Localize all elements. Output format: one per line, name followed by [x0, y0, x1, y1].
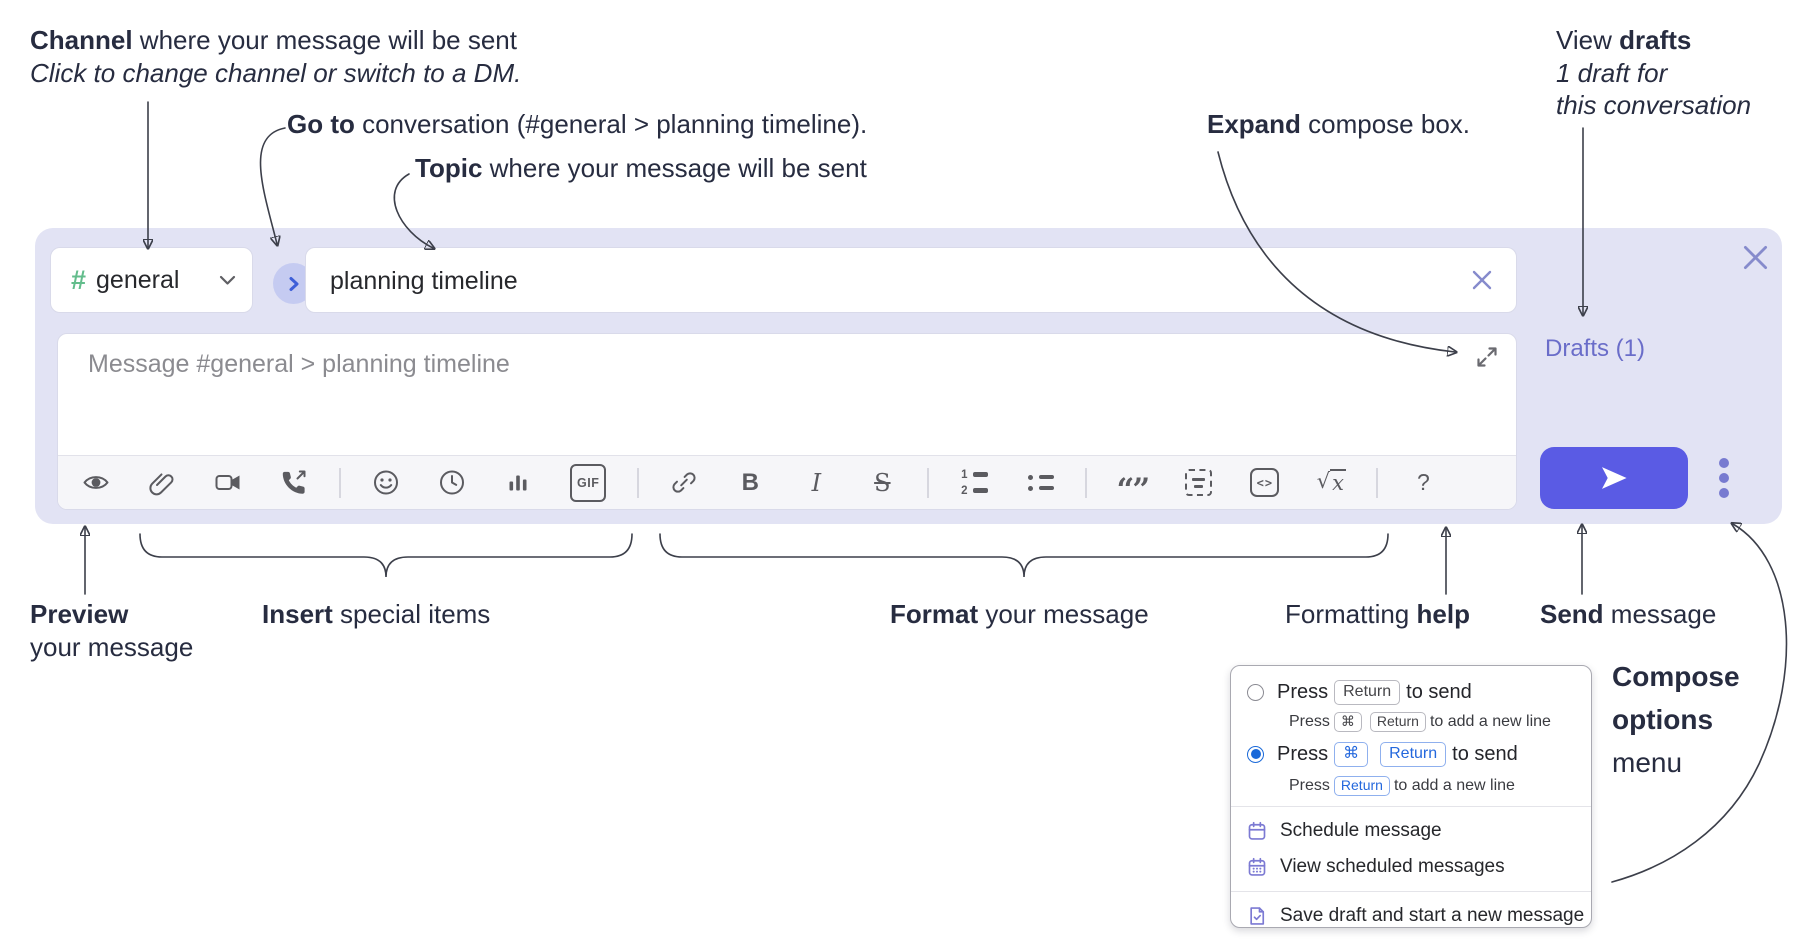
bullet-list-icon[interactable] — [1026, 469, 1055, 497]
formatting-help-icon[interactable]: ? — [1416, 469, 1430, 495]
formula-icon[interactable]: √x — [1316, 468, 1346, 495]
compose-options-menu: Press Return to send Press ⌘ Return to a… — [1230, 665, 1592, 928]
message-box: Message #general > planning timeline — [57, 333, 1517, 510]
goto-annotation: Go to conversation (#general > planning … — [287, 109, 868, 139]
poll-bar-chart-icon[interactable] — [504, 469, 532, 497]
bold-icon[interactable]: B — [741, 468, 760, 496]
view-drafts-annotation-sub1: 1 draft for — [1556, 58, 1668, 88]
send-annotation: Send message — [1540, 599, 1717, 629]
compose-box: # general Message #general > planning ti… — [35, 228, 1782, 524]
blockquote-icon[interactable]: “” — [1116, 471, 1151, 508]
brace-format — [659, 533, 1389, 578]
format-annotation: Format your message — [890, 599, 1149, 629]
preview-annotation-line2: your message — [30, 632, 194, 662]
italic-icon[interactable]: I — [811, 468, 822, 497]
code-block-icon[interactable] — [1184, 469, 1212, 497]
toolbar-divider — [927, 467, 930, 498]
radio-unselected-icon[interactable] — [1247, 683, 1264, 701]
chevron-down-icon — [219, 275, 236, 285]
view-drafts-annotation-sub2: this conversation — [1556, 90, 1752, 120]
key-cmd: ⌘ — [1333, 712, 1362, 732]
menu-divider — [1231, 891, 1591, 892]
channel-annotation-sub: Click to change channel or switch to a D… — [30, 58, 522, 88]
expand-annotation: Expand compose box. — [1207, 109, 1471, 139]
key-return: Return — [1380, 741, 1447, 767]
audio-call-icon[interactable] — [280, 469, 308, 497]
toolbar-divider — [1085, 467, 1088, 498]
link-icon[interactable] — [670, 469, 698, 497]
chevron-right-icon — [289, 276, 298, 291]
message-input[interactable]: Message #general > planning timeline — [88, 350, 510, 378]
drafts-link[interactable]: Drafts (1) — [1545, 335, 1646, 362]
expand-compose-icon[interactable] — [1474, 344, 1500, 375]
insert-annotation: Insert special items — [262, 599, 491, 629]
toolbar-divider — [339, 467, 341, 498]
compose-options-annotation-3: menu — [1612, 747, 1683, 778]
send-button[interactable] — [1540, 447, 1688, 509]
menu-option-cmd-return-sub: Press Return to add a new line — [1289, 776, 1515, 796]
menu-item-save-draft[interactable]: Save draft and start a new message — [1231, 898, 1591, 934]
calendar-icon — [1247, 821, 1267, 841]
calendar-dots-icon — [1247, 857, 1267, 877]
key-cmd: ⌘ — [1334, 741, 1369, 767]
channel-selector[interactable]: # general — [50, 247, 253, 313]
send-plane-icon — [1602, 467, 1627, 489]
key-return: Return — [1333, 776, 1390, 796]
menu-option-return-to-send[interactable]: Press Return to send — [1231, 676, 1591, 708]
video-record-icon[interactable] — [214, 469, 242, 497]
formatting-help-annotation: Formatting help — [1285, 599, 1470, 629]
view-drafts-annotation: View drafts — [1556, 25, 1692, 55]
close-composer-icon[interactable] — [1742, 244, 1769, 276]
topic-field — [305, 247, 1517, 314]
code-icon[interactable]: <> — [1250, 468, 1280, 497]
preview-eye-icon[interactable] — [82, 469, 110, 497]
compose-options-annotation-1: Compose — [1612, 661, 1740, 692]
menu-item-schedule-message[interactable]: Schedule message — [1231, 813, 1591, 849]
channel-hash-icon: # — [71, 264, 87, 295]
emoji-icon[interactable] — [372, 469, 400, 497]
clock-icon[interactable] — [438, 469, 466, 497]
topic-annotation: Topic where your message will be sent — [415, 153, 867, 183]
line-goto — [259, 127, 286, 244]
menu-option-cmd-return-to-send[interactable]: Press ⌘ Return to send — [1231, 736, 1591, 772]
channel-name: general — [96, 265, 180, 294]
radio-selected-icon[interactable] — [1247, 745, 1264, 763]
compose-options-annotation-2: options — [1612, 704, 1714, 735]
menu-divider — [1231, 806, 1591, 807]
toolbar-divider — [637, 467, 640, 498]
toolbar-divider — [1376, 467, 1379, 498]
compose-options-menu-icon[interactable] — [1719, 458, 1729, 498]
strikethrough-icon[interactable]: S — [874, 468, 891, 497]
preview-annotation: Preview — [30, 599, 129, 629]
topic-input[interactable] — [328, 248, 1432, 314]
key-return: Return — [1369, 712, 1426, 732]
document-check-icon — [1247, 906, 1267, 926]
menu-item-view-scheduled[interactable]: View scheduled messages — [1231, 849, 1591, 885]
clear-topic-icon[interactable] — [1470, 268, 1494, 292]
menu-option-return-sub: Press ⌘ Return to add a new line — [1289, 712, 1551, 732]
key-return: Return — [1334, 679, 1401, 705]
gif-icon[interactable]: GIF — [570, 463, 607, 502]
channel-annotation: Channel where your message will be sent — [30, 25, 517, 55]
brace-insert — [139, 533, 633, 578]
attach-paperclip-icon[interactable] — [148, 469, 176, 497]
